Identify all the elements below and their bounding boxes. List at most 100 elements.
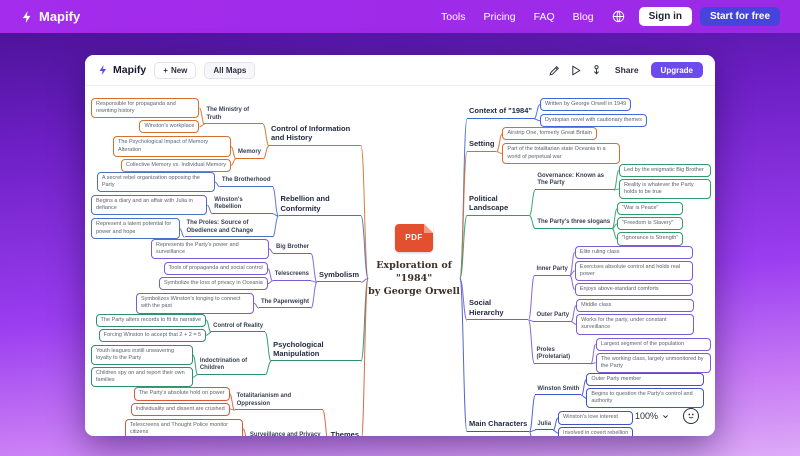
map-node[interactable]: Symbolize the loss of privacy in Oceania — [158, 277, 268, 291]
map-node[interactable]: "War is Peace" — [617, 202, 684, 216]
topic-node-main-characters[interactable]: Main Characters — [467, 419, 530, 432]
map-node[interactable]: Largest segment of the population — [595, 337, 711, 351]
map-node[interactable]: Winston's love interest — [558, 411, 634, 425]
map-node[interactable]: Begins to question the Party's control a… — [586, 388, 705, 409]
topic-node-political-landscape[interactable]: Political Landscape — [467, 194, 530, 216]
new-map-button[interactable]: + New — [154, 61, 197, 79]
subtopic-node-control-of-reality[interactable]: Control of Reality — [211, 323, 266, 333]
map-node[interactable]: The Party's absolute hold on power — [133, 387, 230, 401]
central-topic-node[interactable]: Exploration of "1984" by George Orwell — [368, 259, 460, 299]
map-node[interactable]: Middle class — [576, 299, 695, 313]
map-node[interactable]: Exercises absolute control and holds rea… — [574, 260, 693, 281]
map-left-branches: Responsible for propaganda and rewriting… — [85, 86, 361, 436]
nav-item-faq[interactable]: FAQ — [533, 10, 555, 23]
start-for-free-button[interactable]: Start for free — [699, 7, 780, 26]
map-node[interactable]: Responsible for propaganda and rewriting… — [91, 98, 200, 119]
topic-node-social-hierarchy[interactable]: Social Hierarchy — [467, 298, 529, 321]
map-node[interactable]: Individuality and dissent are crushed — [130, 402, 230, 416]
map-node[interactable]: Telescreens and Thought Police monitor c… — [124, 418, 243, 436]
subtopic-node-big-brother[interactable]: Big Brother — [273, 244, 311, 254]
subtopic-node-the-proles-source-of-obedience-and-chang[interactable]: The Proles: Source of Obedience and Chan… — [184, 220, 273, 238]
topic-node-symbolism[interactable]: Symbolism — [316, 270, 361, 283]
all-maps-button[interactable]: All Maps — [204, 61, 256, 79]
map-node[interactable]: Winston's workplace — [139, 120, 200, 134]
play-icon[interactable] — [569, 64, 582, 77]
subtopic-node-governance-known-as-the-party[interactable]: Governance: Known as The Party — [535, 173, 614, 190]
map-node[interactable]: Outer Party member — [586, 372, 705, 387]
upgrade-button[interactable]: Upgrade — [650, 62, 703, 78]
map-node[interactable]: Works for the party, under constant surv… — [576, 314, 695, 335]
map-node[interactable]: Collective Memory vs. Individual Memory — [121, 158, 231, 172]
map-node[interactable]: The Psychological Impact of Memory Alter… — [112, 136, 231, 157]
map-node[interactable]: Forcing Winston to accept that 2 + 2 = 5 — [98, 328, 207, 342]
subtopic-group: Symbolizes Winston's longing to connect … — [135, 293, 311, 314]
subtopic-node-the-paperweight[interactable]: The Paperweight — [258, 299, 311, 309]
site-logo[interactable]: Mapify — [20, 9, 80, 24]
map-node[interactable]: Enjoys above-standard comforts — [574, 282, 693, 297]
topic-node-themes[interactable]: Themes — [329, 430, 361, 436]
map-node[interactable]: Tools of propaganda and social control — [163, 261, 268, 276]
map-node[interactable]: Written by George Orwell in 1949 — [539, 98, 632, 112]
map-node[interactable]: Symbolizes Winston's longing to connect … — [135, 293, 254, 314]
subtopic-node-indoctrination-of-children[interactable]: Indoctrination of Children — [197, 358, 266, 375]
feedback-button[interactable] — [683, 408, 699, 424]
map-node[interactable]: The working class, largely unmonitored b… — [595, 352, 711, 373]
topic-node-control-of-information-and-history[interactable]: Control of Information and History — [269, 124, 361, 146]
map-node[interactable]: Led by the enigmatic Big Brother — [618, 163, 711, 177]
marker-pen-icon[interactable] — [548, 64, 561, 77]
zoom-level-control[interactable]: 100% — [635, 411, 669, 421]
map-node[interactable]: Airstrip One, formerly Great Britain — [502, 127, 597, 141]
nav-item-tools[interactable]: Tools — [440, 10, 466, 23]
subtopic-group: Proles (Proletariat) Largest segment of t… — [534, 337, 711, 373]
map-node[interactable]: Youth leagues instill unwavering loyalty… — [91, 344, 193, 366]
subtopic-node-memory[interactable]: Memory — [235, 149, 263, 159]
map-node[interactable]: Represents the Party's power and surveil… — [150, 238, 269, 259]
branch-political-landscape: Political Landscape Governance: Known as … — [467, 163, 711, 246]
subtopic-node-totalitarianism-and-oppression[interactable]: Totalitarianism and Oppression — [234, 393, 323, 411]
subtopic-node-surveillance-and-privacy[interactable]: Surveillance and Privacy — [248, 432, 323, 436]
subtopic-node-inner-party[interactable]: Inner Party — [534, 266, 570, 276]
nav-item-blog[interactable]: Blog — [572, 10, 594, 23]
map-node[interactable]: Begins a diary and an affair with Julia … — [91, 195, 208, 216]
subtopic-node-the-ministry-of-truth[interactable]: The Ministry of Truth — [204, 107, 263, 125]
subtopic-node-proles-proletariat[interactable]: Proles (Proletariat) — [534, 347, 591, 364]
subtopic-node-telescreens[interactable]: Telescreens — [272, 271, 311, 281]
map-node[interactable]: "Ignorance is Strength" — [617, 232, 684, 246]
subtopic-node-winston-smith[interactable]: Winston Smith — [535, 386, 582, 396]
subtopic-node-the-party-s-three-slogans[interactable]: The Party's three slogans — [535, 219, 613, 229]
subtopic-node-outer-party[interactable]: Outer Party — [534, 312, 572, 322]
map-node[interactable]: "Freedom is Slavery" — [617, 217, 684, 231]
map-node[interactable]: Children spy on and report their own fam… — [91, 367, 193, 388]
map-node[interactable]: Part of the totalitarian state Oceania i… — [502, 143, 621, 164]
mindmap-canvas[interactable]: Responsible for propaganda and rewriting… — [85, 86, 715, 436]
subtopic-node-julia[interactable]: Julia — [535, 421, 554, 431]
topic-node-rebellion-and-conformity[interactable]: Rebellion and Conformity — [278, 194, 361, 217]
map-node[interactable]: Represent a latent potential for power a… — [91, 218, 180, 239]
map-node[interactable]: Reality is whatever the Party holds to b… — [618, 178, 711, 200]
app-logo[interactable]: Mapify — [97, 64, 146, 76]
language-globe-icon[interactable] — [612, 10, 625, 23]
map-node[interactable]: The Party alters records to fit its narr… — [95, 313, 207, 327]
nav-item-pricing[interactable]: Pricing — [483, 10, 516, 23]
map-node[interactable]: A secret rebel organization opposing the… — [96, 171, 215, 193]
leaf-group: Telescreens and Thought Police monitor c… — [124, 418, 243, 436]
topic-node-context-of-1984[interactable]: Context of "1984" — [467, 106, 534, 119]
map-node[interactable]: Dystopian novel with cautionary themes — [539, 114, 647, 128]
branch-control-of-information-and-history: Responsible for propaganda and rewriting… — [91, 98, 361, 172]
subtopic-group: Responsible for propaganda and rewriting… — [91, 98, 263, 134]
map-node[interactable]: Elite ruling class — [574, 245, 693, 259]
sign-in-button[interactable]: Sign in — [638, 7, 692, 26]
subtopic-node-winston-s-rebellion[interactable]: Winston's Rebellion — [212, 197, 273, 214]
export-download-icon[interactable] — [590, 64, 603, 77]
topic-node-setting[interactable]: Setting — [467, 139, 497, 152]
pdf-file-icon[interactable]: PDF — [395, 223, 433, 252]
map-node[interactable]: Involved in covert rebellion — [558, 426, 634, 436]
share-button[interactable]: Share — [614, 65, 639, 75]
subtopic-node-the-brotherhood[interactable]: The Brotherhood — [219, 177, 273, 187]
topic-node-psychological-manipulation[interactable]: Psychological Manipulation — [271, 340, 361, 362]
